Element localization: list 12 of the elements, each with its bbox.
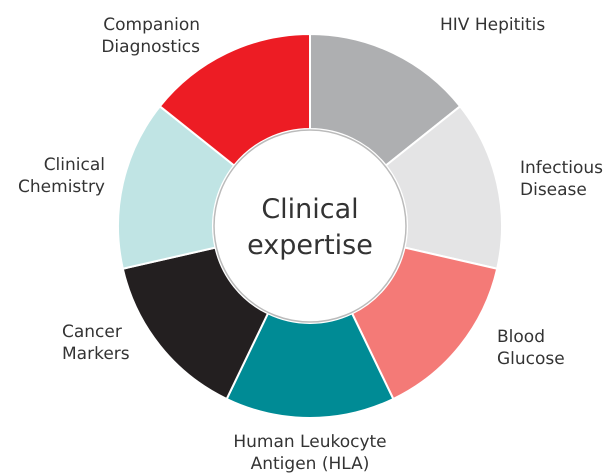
segment-label: Blood Glucose [497, 327, 565, 369]
segment-label: Human Leukocyte Antigen (HLA) [233, 432, 387, 474]
segment-label: Infectious Disease [520, 158, 603, 200]
segment-label: Cancer Markers [62, 322, 130, 364]
segment-label: HIV Hepititis [440, 15, 546, 35]
donut-segment [384, 105, 603, 270]
segment-label: Companion Diagnostics [101, 15, 200, 57]
center-circle [213, 129, 407, 323]
donut-segment [18, 105, 236, 270]
donut-segment [226, 312, 394, 474]
segment-label: Clinical Chemistry [18, 155, 105, 197]
center-title: Clinical expertise [247, 194, 373, 261]
